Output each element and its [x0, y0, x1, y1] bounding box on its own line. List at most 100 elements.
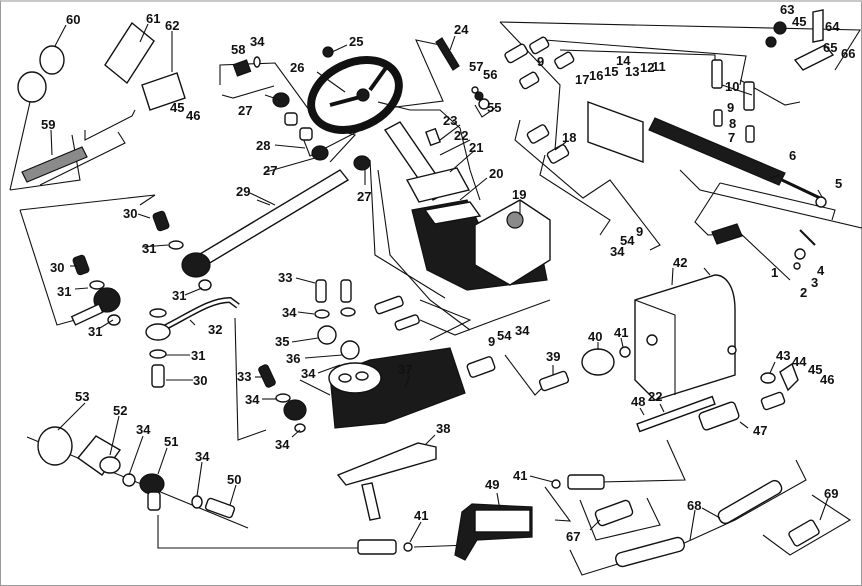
callout-43: 43 — [776, 348, 790, 363]
part-17-plate — [587, 101, 644, 163]
group-line — [539, 154, 611, 236]
callout-14: 14 — [616, 53, 631, 68]
part-63-nut — [765, 36, 777, 48]
group-line — [19, 209, 76, 326]
group-line — [419, 299, 472, 341]
callout-27: 27 — [263, 163, 277, 178]
pointer — [496, 492, 501, 511]
pointer — [529, 475, 554, 483]
part-30-banjo-bolt — [152, 210, 170, 232]
part-31-washer — [107, 314, 121, 326]
callout-68: 68 — [687, 498, 701, 513]
callout-58: 58 — [231, 42, 245, 57]
part-3-nut — [794, 248, 806, 260]
banjo-eye — [145, 323, 171, 341]
part-31-washer — [149, 308, 167, 318]
group-line — [514, 119, 661, 251]
group-line — [579, 497, 661, 541]
pointer — [229, 484, 237, 506]
part-27-bushing — [353, 155, 371, 171]
pump-port — [646, 334, 658, 346]
pointer — [620, 337, 624, 348]
part-2-washer — [793, 262, 801, 270]
callout-11: 11 — [652, 59, 666, 74]
hose-fitting — [394, 314, 420, 331]
callout-19: 19 — [512, 187, 526, 202]
part-27-bushing — [272, 92, 290, 108]
group-line — [504, 354, 546, 396]
group-line — [369, 159, 446, 299]
callout-31: 31 — [57, 284, 71, 299]
callout-33: 33 — [237, 369, 251, 384]
part-24-spring — [435, 37, 460, 71]
pointer — [721, 84, 753, 96]
callout-34: 34 — [245, 392, 260, 407]
group-line — [762, 494, 852, 556]
leader-line — [39, 131, 126, 186]
part-38-plate — [336, 442, 437, 486]
pointer — [54, 24, 67, 47]
pointer — [819, 497, 829, 521]
callout-7: 7 — [728, 130, 735, 145]
callout-34: 34 — [136, 422, 151, 437]
pointer — [99, 319, 114, 329]
pointer — [274, 144, 306, 149]
group-line — [299, 379, 331, 396]
group-line — [474, 104, 496, 118]
hose-fitting — [374, 295, 404, 315]
pointer — [265, 157, 316, 173]
part-63-nut — [773, 21, 787, 35]
part-68-coupling — [717, 479, 783, 525]
part-69-fitting — [788, 519, 820, 547]
part-43-seal — [760, 372, 776, 384]
steering-box-cover — [328, 362, 382, 394]
group-line — [599, 439, 686, 483]
fitting — [519, 71, 540, 90]
part-31-washer — [89, 280, 105, 290]
tie-rod-end — [181, 252, 211, 278]
callout-18: 18 — [562, 130, 576, 145]
group-line — [234, 317, 267, 441]
pump-edge — [634, 299, 676, 395]
callout-13: 13 — [625, 64, 639, 79]
part-52-flange — [76, 435, 122, 476]
group-line — [377, 101, 481, 201]
group-line — [719, 182, 836, 221]
callout-34: 34 — [301, 366, 316, 381]
callout-51: 51 — [164, 434, 178, 449]
part-34-washer — [294, 423, 306, 433]
callout-9: 9 — [636, 224, 643, 239]
callout-64: 64 — [825, 19, 840, 34]
group-line — [387, 39, 444, 109]
pointer — [459, 177, 488, 201]
part-18-fitting — [526, 124, 550, 144]
part-41-seal — [403, 542, 413, 552]
part-35-banjo — [317, 325, 337, 345]
cover-hole — [355, 371, 369, 381]
callout-34: 34 — [195, 449, 210, 464]
group-line — [544, 486, 572, 522]
part-47-fitting — [698, 401, 740, 431]
part-48-bolt — [636, 395, 716, 433]
pointer — [316, 71, 346, 93]
callout-30: 30 — [193, 373, 207, 388]
part-50-bolt — [204, 497, 236, 519]
callout-54: 54 — [497, 328, 512, 343]
banjo-stem — [147, 491, 161, 511]
pointer — [554, 141, 567, 151]
callout-9: 9 — [727, 100, 734, 115]
group-line — [377, 169, 471, 331]
part-53-gasket — [37, 426, 73, 466]
callout-38: 38 — [436, 421, 450, 436]
part-34-washer — [275, 393, 291, 403]
wheel-spoke — [368, 63, 390, 92]
part-28-spacer — [299, 127, 313, 141]
part-30-banjo-bolt — [151, 364, 165, 388]
part-41-seal — [619, 346, 631, 358]
leader-line — [84, 109, 136, 141]
callout-1: 1 — [771, 265, 778, 280]
callout-49: 49 — [485, 477, 499, 492]
group-line — [19, 194, 156, 211]
callout-35: 35 — [275, 334, 289, 349]
pointer — [57, 402, 86, 431]
